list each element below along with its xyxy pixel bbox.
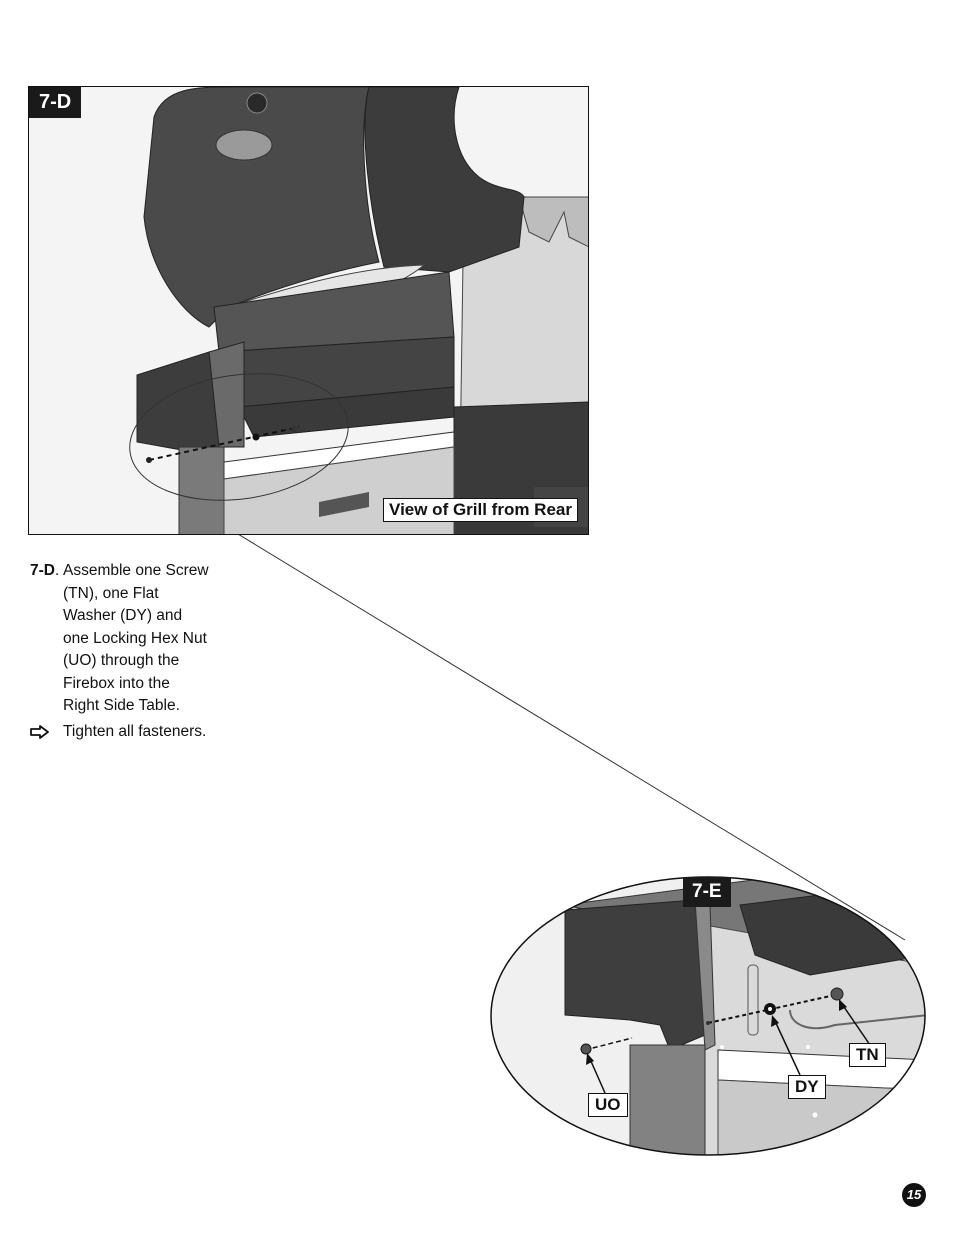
instructions-block: 7-D. Assemble one Screw (TN), one Flat W… xyxy=(30,560,230,743)
figure-7d: 7-D View of Grill from Rear xyxy=(28,86,589,535)
label-dy: DY xyxy=(788,1075,826,1099)
grill-rear-illustration xyxy=(29,87,588,534)
step-text-line: Washer (DY) and xyxy=(63,607,183,624)
step-text-line: Right Side Table. xyxy=(63,697,180,714)
step-id: 7-D xyxy=(30,562,55,579)
step-text-line: one Locking Hex Nut xyxy=(63,629,207,647)
figure-caption: View of Grill from Rear xyxy=(383,498,578,522)
arrow-right-icon xyxy=(30,724,49,739)
step-text-line: Firebox into the xyxy=(63,674,170,692)
figure-7e: 7-E TN DY UO xyxy=(490,875,928,1157)
step-text-line: (UO) through the xyxy=(63,652,180,669)
step-text-line: (TN), one Flat xyxy=(63,584,159,602)
fastener-detail-illustration xyxy=(490,876,926,1156)
step-text-line: Assemble one Screw xyxy=(63,562,209,579)
figure-badge-7d: 7-D xyxy=(29,87,82,118)
tip-text: Tighten all fasteners. xyxy=(63,722,207,740)
label-uo: UO xyxy=(588,1093,628,1117)
page-number-badge: 15 xyxy=(902,1183,926,1207)
label-tn: TN xyxy=(849,1043,886,1067)
figure-badge-7e: 7-E xyxy=(683,877,731,907)
tip-line: Tighten all fasteners. xyxy=(30,721,230,744)
step-7d: 7-D. Assemble one Screw (TN), one Flat W… xyxy=(30,560,230,718)
